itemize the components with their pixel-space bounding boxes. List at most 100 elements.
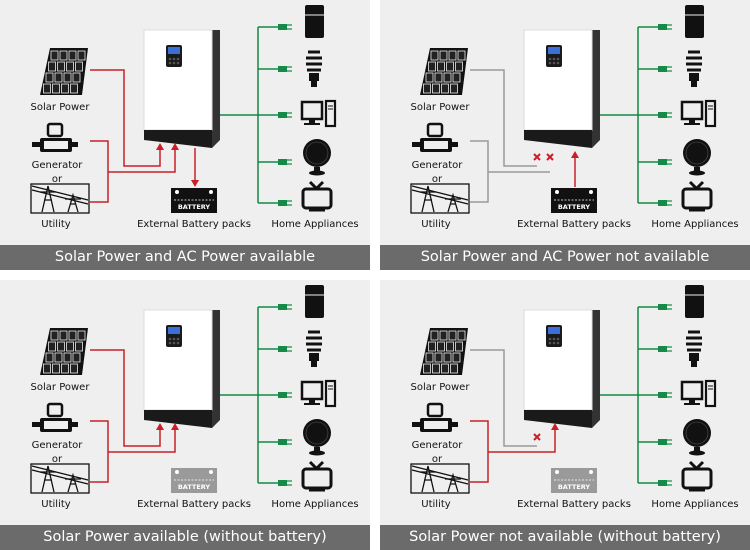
home-appliances-label: Home Appliances [271,219,359,230]
generator-icon [412,402,458,432]
computer-icon [680,99,717,128]
scenario-caption: Solar Power and AC Power available [0,245,370,270]
home-appliances-label: Home Appliances [651,219,739,230]
svg-text:BATTERY: BATTERY [178,203,211,211]
bulb-icon [686,330,702,367]
solar-panel-icon [420,48,468,95]
tv-icon [301,180,333,212]
utility-label: Utility [41,219,71,230]
solar-input-line [470,69,537,167]
plug-icon [278,24,292,30]
battery-packs-label: External Battery packs [517,499,631,510]
plug-icon [658,112,672,118]
plug-icon [278,200,292,206]
generator-icon [32,402,78,432]
tv-icon [681,460,713,492]
ac-input-line [90,140,176,203]
generator-label: Generator [31,160,83,171]
or-label: or [51,174,63,185]
scenario-caption: Solar Power and AC Power not available [380,245,750,270]
utility-label: Utility [421,499,451,510]
plug-icon [278,392,292,398]
blocked-x-icon [546,153,554,161]
plug-icon [658,392,672,398]
plug-icon [278,346,292,352]
scenario-caption: Solar Power available (without battery) [0,525,370,550]
scenario-caption: Solar Power not available (without batte… [380,525,750,550]
utility-tower-icon [410,183,470,214]
battery-icon: BATTERY [171,188,217,213]
tv-icon [681,180,713,212]
battery-packs-label: External Battery packs [517,219,631,230]
solar-power-label: Solar Power [30,382,90,393]
fridge-icon [305,285,324,318]
battery-icon: BATTERY [551,468,597,493]
solar-panel-icon [40,48,88,95]
plug-icon [658,159,672,165]
solar-panel-icon [420,328,468,375]
plug-icon [278,112,292,118]
plug-icon [658,346,672,352]
fan-icon [683,419,711,456]
output-lines [600,26,658,204]
solar-power-label: Solar Power [30,102,90,113]
computer-icon [300,379,337,408]
battery-icon: BATTERY [551,188,597,213]
computer-icon [680,379,717,408]
or-label: or [51,454,63,465]
plug-icon [278,159,292,165]
svg-text:BATTERY: BATTERY [558,203,591,211]
ac-input-line [470,140,550,203]
solar-power-label: Solar Power [410,102,470,113]
blocked-x-icon [533,153,541,161]
output-lines [600,306,658,484]
plug-icon [658,66,672,72]
fan-icon [303,419,331,456]
ac-input-line [470,420,556,483]
plug-icon [278,66,292,72]
or-label: or [431,454,443,465]
generator-label: Generator [411,440,463,451]
svg-text:BATTERY: BATTERY [558,483,591,491]
solar-input-line [90,349,161,447]
generator-label: Generator [31,440,83,451]
plug-icon [658,439,672,445]
inverter-icon [523,29,600,148]
plug-icon [658,24,672,30]
blocked-x-icon [533,433,541,441]
home-appliances-label: Home Appliances [271,499,359,510]
utility-tower-icon [30,183,90,214]
or-label: or [431,174,443,185]
generator-label: Generator [411,160,463,171]
fan-icon [303,139,331,176]
inverter-icon [143,29,220,148]
solar-input-line [90,69,161,167]
ac-input-line [90,420,176,483]
plug-icon [658,304,672,310]
generator-icon [412,122,458,152]
fridge-icon [685,285,704,318]
battery-icon: BATTERY [171,468,217,493]
utility-tower-icon [410,463,470,494]
plug-icon [658,200,672,206]
utility-label: Utility [421,219,451,230]
inverter-icon [523,309,600,428]
utility-tower-icon [30,463,90,494]
computer-icon [300,99,337,128]
bulb-icon [306,50,322,87]
inverter-icon [143,309,220,428]
plug-icon [658,480,672,486]
battery-packs-label: External Battery packs [137,499,251,510]
svg-text:BATTERY: BATTERY [178,483,211,491]
plug-icon [278,304,292,310]
plug-icon [278,439,292,445]
solar-power-label: Solar Power [410,382,470,393]
solar-input-line [470,349,537,447]
utility-label: Utility [41,499,71,510]
plug-icon [278,480,292,486]
tv-icon [301,460,333,492]
generator-icon [32,122,78,152]
